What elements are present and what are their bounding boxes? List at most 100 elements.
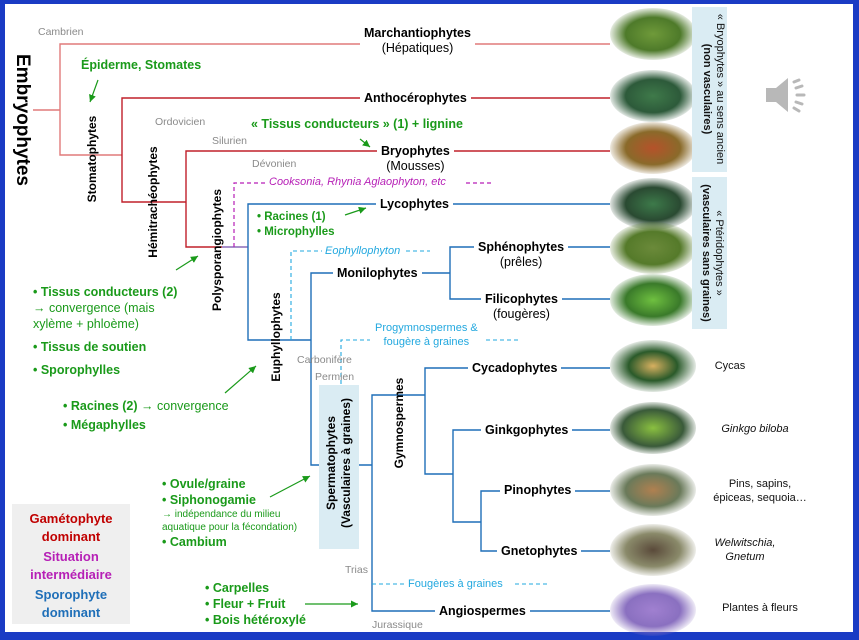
- desc-ginkgophytes: Ginkgo biloba: [721, 423, 789, 435]
- photo-sphenophytes: [610, 222, 696, 274]
- clade-spermatophytes: Spermatophytes (Vasculaires à graines): [324, 383, 354, 543]
- period-carbonifere: Carbonifère: [297, 354, 352, 366]
- innovation-cambium: • Cambium: [162, 535, 227, 549]
- innovation-soutien: • Tissus de soutien: [33, 340, 147, 354]
- spermatophytes-box: [319, 385, 359, 549]
- arrow-ovule: [269, 475, 311, 498]
- innovation-racines1: • Racines (1): [257, 211, 326, 223]
- clade-gymnospermes: Gymnospermes: [392, 377, 406, 469]
- innovation-carpelles: • Carpelles: [205, 581, 270, 595]
- taxon-bryophytes: Bryophytes(Mousses): [377, 144, 454, 174]
- branch-stomato: [59, 110, 122, 156]
- branch-hemitracheo: [121, 155, 186, 203]
- branch-bryo: [185, 150, 610, 202]
- clade-polysporangiophytes: Polysporangiophytes: [210, 188, 224, 312]
- desc-cycadophytes: Cycas: [714, 360, 746, 372]
- panel-pteridophytes: [692, 177, 727, 329]
- taxon-ginkgophytes: Ginkgophytes: [481, 423, 573, 438]
- panel-pteridophytes-text: « Ptéridophytes »(vasculaires sans grain…: [700, 184, 725, 322]
- clade-stomatophytes: Stomatophytes: [85, 115, 99, 203]
- innovation-stomates: Épiderme, Stomates: [81, 58, 202, 72]
- photo-pinophytes: [610, 464, 696, 516]
- innovation-siphono-note1: → indépendance du milieu: [162, 509, 281, 520]
- taxon-marchantiophytes: Marchantiophytes(Hépatiques): [360, 26, 475, 56]
- photo-filicophytes: [610, 274, 696, 326]
- innovation-racines2: • Racines (2): [63, 399, 138, 413]
- spermatophytes-subtitle: (Vasculaires à graines): [339, 397, 353, 529]
- fossil-progymnospermes: Progymnospermes &fougère à graines: [372, 321, 481, 349]
- innovation-bois: • Bois hétéroxylé: [205, 613, 306, 627]
- fossil-progymno-line: [340, 339, 520, 398]
- desc-gnetophytes: Welwitschia, Gnetum: [714, 537, 776, 563]
- branch-lyco: [247, 203, 610, 247]
- photo-bryophytes: [610, 122, 696, 174]
- desc-angiospermes: Plantes à fleurs: [722, 602, 798, 614]
- photo-lycophytes: [610, 178, 696, 230]
- arrow-stomates: [89, 79, 99, 103]
- arrow-racines2: [224, 365, 257, 394]
- branch-polyspor-red: [185, 202, 222, 248]
- taxon-filicophytes: Filicophytes(fougères): [481, 292, 562, 322]
- period-ordovicien: Ordovicien: [155, 116, 206, 128]
- innovation-tissus2: • Tissus conducteurs (2): [33, 285, 178, 299]
- innovation-siphono-note2: aquatique pour la fécondation): [162, 522, 298, 533]
- fossil-eophyllophyton: Eophyllophyton: [322, 244, 404, 258]
- taxon-anthocerophytes: Anthocérophytes: [360, 91, 471, 106]
- fossil-eophyllo-line: [290, 250, 430, 340]
- panel-bryophytes-text: « Bryophytes » au sens ancien(non vascul…: [701, 13, 726, 165]
- photo-angiospermes: [610, 584, 696, 636]
- innovation-tissus1: « Tissus conducteurs » (1) + lignine: [251, 117, 463, 131]
- photo-cycadophytes: [610, 340, 696, 392]
- desc-pinophytes: Pins, sapins, épiceas, sequoia…: [713, 478, 807, 504]
- taxon-lycophytes: Lycophytes: [376, 197, 454, 212]
- clade-hemitracheophytes: Hémitrachéophytes: [146, 146, 160, 258]
- innovation-sporophylles: • Sporophylles: [33, 363, 121, 377]
- fossil-fougeres-a-graines: Fougères à graines: [405, 577, 506, 591]
- taxon-pinophytes: Pinophytes: [500, 483, 576, 498]
- innovation-carpelles-group: • Carpelles • Fleur + Fruit • Bois hétér…: [205, 580, 306, 628]
- period-cambrien: Cambrien: [38, 26, 84, 38]
- arrow-tissus1: [359, 138, 371, 148]
- taxon-monilophytes: Monilophytes: [333, 266, 422, 281]
- innovation-racines1-group: • Racines (1) • Microphylles: [257, 210, 335, 240]
- innovation-fleur: • Fleur + Fruit: [205, 597, 286, 611]
- branch-marchantio: [59, 43, 610, 110]
- photo-ginkgophytes: [610, 402, 696, 454]
- branch-euphyllo: [247, 247, 311, 341]
- innovation-racines2-note: → convergence: [137, 399, 229, 413]
- photo-gnetophytes: [610, 524, 696, 576]
- photo-anthocerophytes: [610, 70, 696, 122]
- root-label-embryophytes: Embryophytes: [12, 54, 33, 186]
- innovation-racines2-group: • Racines (2) → convergence • Mégaphylle…: [63, 398, 229, 433]
- taxon-gnetophytes: Gnetophytes: [497, 544, 582, 559]
- photo-marchantiophytes: [610, 8, 696, 60]
- taxon-angiospermes: Angiospermes: [435, 604, 530, 619]
- fossil-cooksonia: Cooksonia, Rhynia Aglaophyton, etc: [266, 176, 449, 188]
- innovation-ovule-group: • Ovule/graine • Siphonogamie → indépend…: [162, 476, 297, 550]
- innovation-tissus2-note2: xylème + phloème): [33, 317, 139, 331]
- innovation-siphonogamie: • Siphonogamie: [162, 493, 256, 507]
- fossil-cooksonia-line: [233, 182, 492, 247]
- panel-bryophytes-ancient: [692, 7, 727, 172]
- spermatophytes-title: Spermatophytes: [324, 415, 338, 511]
- arrow-racines1: [344, 206, 367, 216]
- innovation-microphylles: • Microphylles: [257, 226, 335, 238]
- branch-angio: [371, 465, 610, 612]
- innovation-tissus2-note1: → convergence (mais: [33, 301, 155, 315]
- period-silurien: Silurien: [212, 135, 248, 147]
- innovation-megaphylles: • Mégaphylles: [63, 418, 146, 432]
- innovation-tissus2-group: • Tissus conducteurs (2) → convergence (…: [33, 284, 177, 378]
- taxon-sphenophytes: Sphénophytes(prêles): [474, 240, 569, 270]
- period-trias: Trias: [345, 564, 368, 576]
- taxon-cycadophytes: Cycadophytes: [468, 361, 562, 376]
- innovation-ovule: • Ovule/graine: [162, 477, 246, 491]
- clade-euphyllophytes: Euphyllophytes: [269, 292, 283, 382]
- speaker-icon[interactable]: [764, 74, 812, 116]
- period-devonien: Dévonien: [252, 158, 297, 170]
- period-permien: Permien: [315, 371, 355, 383]
